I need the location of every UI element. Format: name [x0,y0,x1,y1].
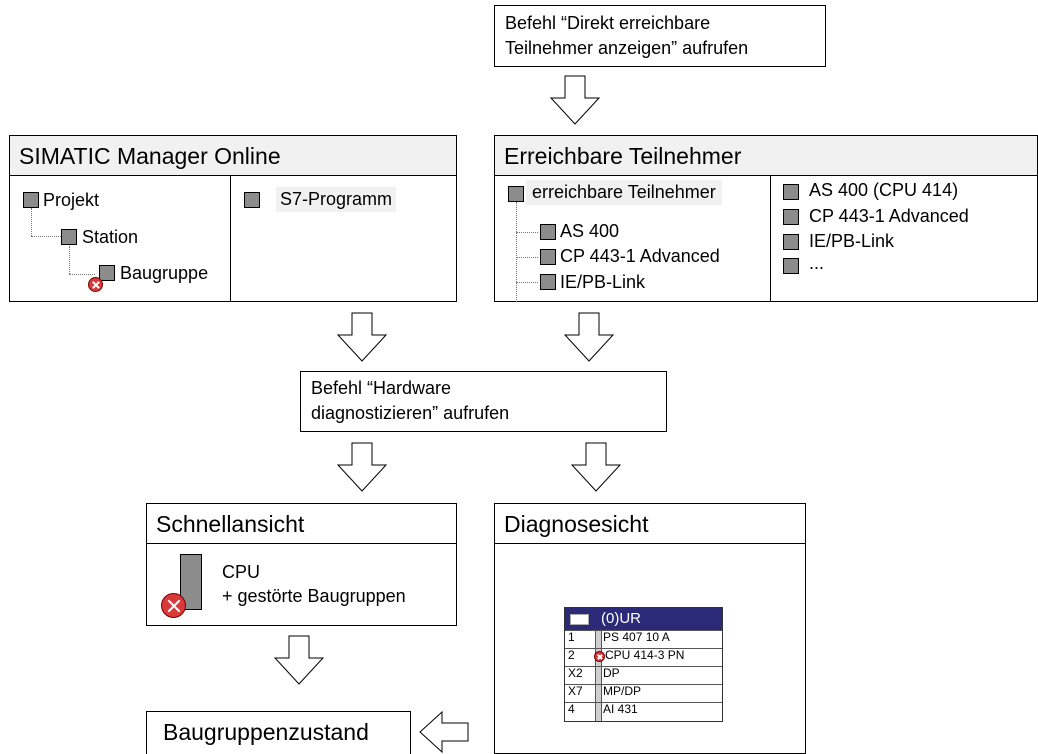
cpu-module-icon [180,554,202,610]
arrow-down-2 [336,312,388,362]
panel-title: Erreichbare Teilnehmer [495,136,1037,176]
module-icon [99,265,115,281]
cpu-label: CPU [222,562,261,582]
arrow-down-3 [563,312,615,362]
quick-view-panel: Schnellansicht CPU + gestörte Baugruppen [146,503,457,626]
module-state-box: Baugruppenzustand [146,711,411,754]
simatic-manager-online-panel: SIMATIC Manager Online Projekt Station B… [9,135,457,302]
rack-row[interactable]: 1 PS 407 10 A [565,630,722,644]
command-line-1: Befehl “Direkt erreichbare [505,13,711,33]
node-icon [783,184,799,200]
node-icon [783,234,799,250]
error-icon [594,651,605,662]
command-box-diagnose-hardware: Befehl “Hardware diagnostizieren” aufruf… [300,371,667,432]
network-icon [508,186,524,202]
list-item[interactable]: AS 400 (CPU 414) [809,180,959,200]
tree-item-station[interactable]: Station [82,227,139,247]
panel-title: SIMATIC Manager Online [10,136,456,176]
station-icon [61,229,77,245]
tree-item-iepb-link[interactable]: IE/PB-Link [560,272,646,292]
list-item[interactable]: CP 443-1 Advanced [809,206,969,226]
rack-row[interactable]: X2 DP [565,666,722,680]
node-icon [540,249,556,265]
node-icon [783,258,799,274]
rack-row[interactable]: X7 MP/DP [565,684,722,698]
arrow-down-4 [336,442,388,492]
command-line-2: Teilnehmer anzeigen” aufrufen [505,38,749,58]
tree-item-cp443[interactable]: CP 443-1 Advanced [560,246,720,266]
rack-title: (0)UR [601,610,641,627]
accessible-nodes-panel: Erreichbare Teilnehmer erreichbare Teiln… [494,135,1038,302]
node-icon [783,209,799,225]
tree-item-as400[interactable]: AS 400 [560,221,620,241]
panel-title: Diagnosesicht [495,504,805,544]
rack-icon [570,614,589,625]
arrow-down-6 [273,635,325,685]
list-item[interactable]: IE/PB-Link [809,231,895,251]
rack-title-bar: (0)UR [565,608,722,630]
arrow-down-1 [549,75,601,125]
rack-row[interactable]: 2 CPU 414-3 PN [565,648,722,662]
command-box-show-accessible-nodes: Befehl “Direkt erreichbare Teilnehmer an… [494,5,826,67]
error-icon [88,277,103,292]
tree-item-projekt[interactable]: Projekt [43,190,100,210]
panel-title: Schnellansicht [147,504,456,544]
command-line-2: diagnostizieren” aufrufen [311,403,510,423]
command-line-1: Befehl “Hardware [311,378,452,398]
error-icon [161,593,186,618]
node-icon [540,224,556,240]
module-state-label: Baugruppenzustand [163,719,369,745]
tree-item-baugruppe[interactable]: Baugruppe [120,263,209,283]
program-icon [244,192,260,208]
arrow-down-5 [570,442,622,492]
rack-table[interactable]: (0)UR 1 PS 407 10 A 2 CPU 414-3 PN X2 DP… [564,607,723,722]
folder-icon [23,192,39,208]
tree-root-accessible-nodes[interactable]: erreichbare Teilnehmer [526,180,722,205]
node-icon [540,274,556,290]
list-item[interactable]: ... [809,253,825,273]
arrow-left [419,710,469,754]
s7-program-item[interactable]: S7-Programm [276,187,397,212]
faulty-modules-label: + gestörte Baugruppen [222,586,406,606]
rack-row[interactable]: 4 AI 431 [565,702,722,716]
